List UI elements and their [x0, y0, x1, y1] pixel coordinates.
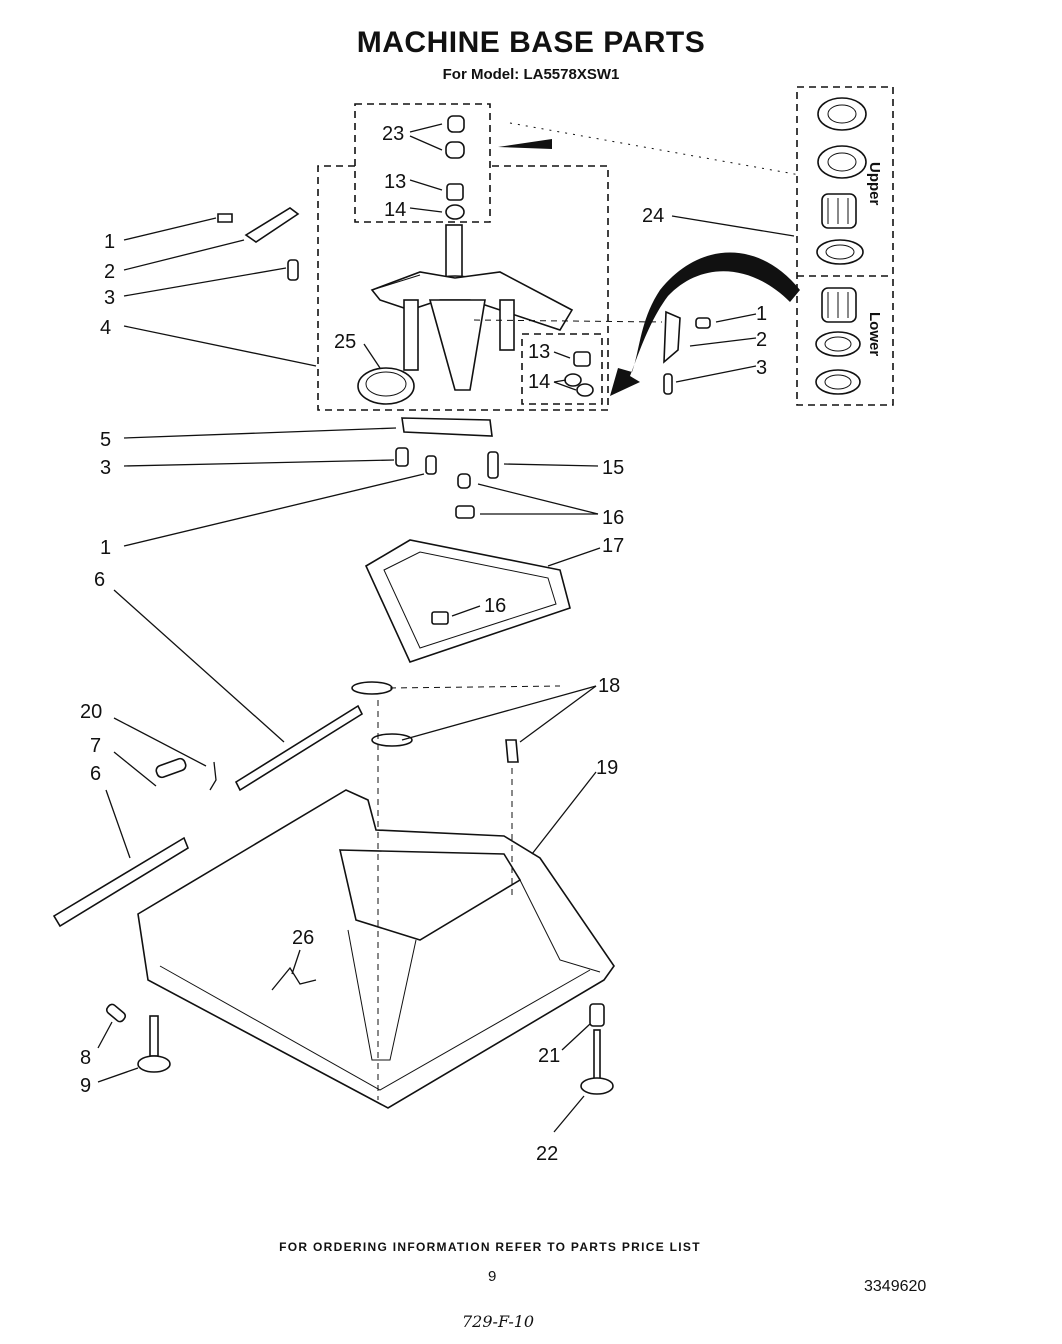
- callout-3c: 3: [756, 357, 767, 379]
- handwritten-note: 729-F-10: [462, 1312, 535, 1331]
- callout-2c: 2: [756, 329, 767, 351]
- callout-4: 4: [100, 317, 111, 339]
- callout-1b: 1: [100, 537, 111, 559]
- callout-5: 5: [100, 429, 111, 451]
- callout-9: 9: [80, 1075, 91, 1097]
- callout-13a: 13: [384, 171, 406, 193]
- inset-lower-label: Lower: [866, 312, 883, 356]
- left-bracket-parts: [217, 207, 300, 281]
- callout-1c: 1: [756, 303, 767, 325]
- callout-14a: 14: [384, 199, 406, 221]
- callout-14b: 14: [528, 371, 550, 393]
- ordering-note: FOR ORDERING INFORMATION REFER TO PARTS …: [279, 1240, 701, 1254]
- callout-15: 15: [602, 457, 624, 479]
- lower-pivot-parts: [564, 351, 594, 397]
- right-bracket-parts: [663, 310, 711, 395]
- callout-19: 19: [596, 757, 618, 779]
- callout-22: 22: [536, 1143, 558, 1165]
- callout-1a: 1: [104, 231, 115, 253]
- upper-bearing-box: [354, 103, 491, 223]
- callout-25: 25: [334, 331, 356, 353]
- base-frame-17: [364, 539, 571, 663]
- callout-20: 20: [80, 701, 102, 723]
- callout-7: 7: [90, 735, 101, 757]
- upper-bearing-set: [816, 97, 867, 265]
- pads-18: [351, 681, 519, 763]
- callout-24: 24: [642, 205, 664, 227]
- center-post-box: [317, 165, 609, 411]
- direction-arrow-upper: [498, 139, 552, 149]
- direction-arrow-lower: [610, 252, 800, 396]
- callout-21: 21: [538, 1045, 560, 1067]
- page-number: 9: [488, 1268, 497, 1285]
- callout-18: 18: [598, 675, 620, 697]
- page-title: MACHINE BASE PARTS: [356, 26, 706, 59]
- model-subtitle: For Model: LA5578XSW1: [442, 66, 620, 83]
- document-number: 3349620: [864, 1278, 927, 1295]
- callout-6a: 6: [94, 569, 105, 591]
- inset-upper-label: Upper: [866, 162, 883, 206]
- leader-lines: [97, 123, 795, 1133]
- seal-ring-25: [357, 367, 415, 405]
- inset-leader: [509, 122, 801, 176]
- bearing-kit-inset: [796, 86, 894, 406]
- callout-numbers: 1 2 3 4 5 3 1 6 20 7 6 8 9 23 13 14 13 1…: [80, 123, 767, 1165]
- machine-base-19: [137, 789, 615, 1109]
- center-bracket-parts: [395, 417, 499, 519]
- callout-23: 23: [382, 123, 404, 145]
- callout-17: 17: [602, 535, 624, 557]
- side-rails: [52, 704, 364, 928]
- callout-8: 8: [80, 1047, 91, 1069]
- callout-6b: 6: [90, 763, 101, 785]
- lower-bearing-set: [815, 287, 861, 395]
- callout-16b: 16: [484, 595, 506, 617]
- lower-bearing-box: [521, 333, 603, 405]
- callout-13b: 13: [528, 341, 550, 363]
- callout-3a: 3: [104, 287, 115, 309]
- upper-pivot-parts: [445, 115, 465, 220]
- callout-3b: 3: [100, 457, 111, 479]
- leveling-legs: [105, 1003, 614, 1095]
- callout-26: 26: [292, 927, 314, 949]
- center-post-assembly: [370, 224, 574, 391]
- callout-2a: 2: [104, 261, 115, 283]
- callout-16a: 16: [602, 507, 624, 529]
